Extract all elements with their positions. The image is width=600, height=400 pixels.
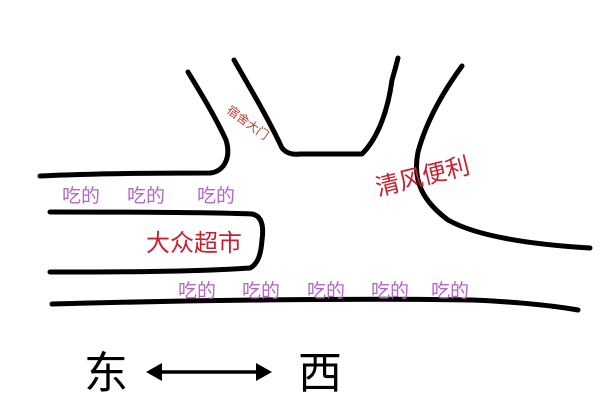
east-label: 东 [84, 348, 128, 399]
food-label: 吃的 [197, 185, 235, 207]
food-label: 吃的 [62, 185, 100, 207]
arrow-left-icon [146, 363, 162, 381]
road-right-upper-edge [414, 63, 593, 251]
road-left-upper-edge [37, 69, 231, 179]
food-label: 吃的 [178, 280, 216, 302]
direction-indicator: 东 西 [84, 348, 342, 399]
arrow-right-icon [256, 363, 272, 381]
food-labels-lower: 吃的 吃的 吃的 吃的 吃的 [178, 280, 469, 302]
food-labels-upper: 吃的 吃的 吃的 [62, 185, 235, 207]
dorm-gate-label: 宿舍大门 [224, 102, 272, 142]
market-block-outline [47, 209, 266, 275]
road-outlines [37, 55, 593, 313]
road-gate-outline [231, 55, 401, 157]
food-label: 吃的 [371, 280, 409, 302]
food-label: 吃的 [127, 185, 165, 207]
road-bottom-edge [49, 296, 581, 313]
food-label: 吃的 [307, 280, 345, 302]
dazhong-market-label: 大众超市 [146, 229, 242, 257]
food-label: 吃的 [242, 280, 280, 302]
food-label: 吃的 [431, 280, 469, 302]
west-label: 西 [298, 348, 342, 399]
